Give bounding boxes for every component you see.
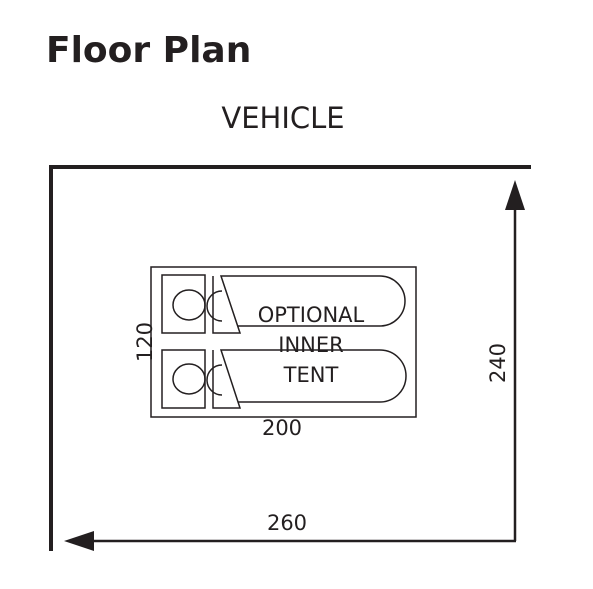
inner-tent-label-line3: TENT: [283, 363, 339, 387]
pillow-bottom: [172, 363, 206, 395]
arrow-up-icon: [505, 180, 525, 210]
inner-tent-label-line1: OPTIONAL: [258, 303, 365, 327]
sleeping-bag-bottom: [212, 349, 407, 409]
inner-tent-outline: [150, 266, 417, 418]
sleeping-bay-bottom: [161, 349, 407, 409]
pillow-top: [172, 289, 206, 321]
inner-width-label: 200: [262, 416, 302, 440]
head-arc-top: [206, 290, 223, 322]
vehicle-label: VEHICLE: [221, 101, 344, 135]
awning-width-label: 260: [267, 511, 307, 535]
arrow-left-icon: [64, 531, 94, 551]
sleeping-bay-top: [161, 274, 406, 334]
inner-tent-label-line2: INNER: [278, 333, 343, 357]
width-dimension-arrow: [64, 531, 516, 551]
depth-dimension-arrow: [505, 180, 525, 541]
pillow-box-bottom: [161, 349, 206, 409]
awning-outline: [49, 165, 531, 551]
inner-tent: [150, 266, 417, 418]
inner-depth-label: 120: [133, 322, 157, 362]
page-title: Floor Plan: [46, 30, 252, 71]
sleeping-bag-top: [212, 275, 406, 334]
pillow-box-top: [161, 274, 206, 334]
awning-depth-label: 240: [486, 343, 510, 383]
head-arc-bottom: [206, 364, 223, 396]
